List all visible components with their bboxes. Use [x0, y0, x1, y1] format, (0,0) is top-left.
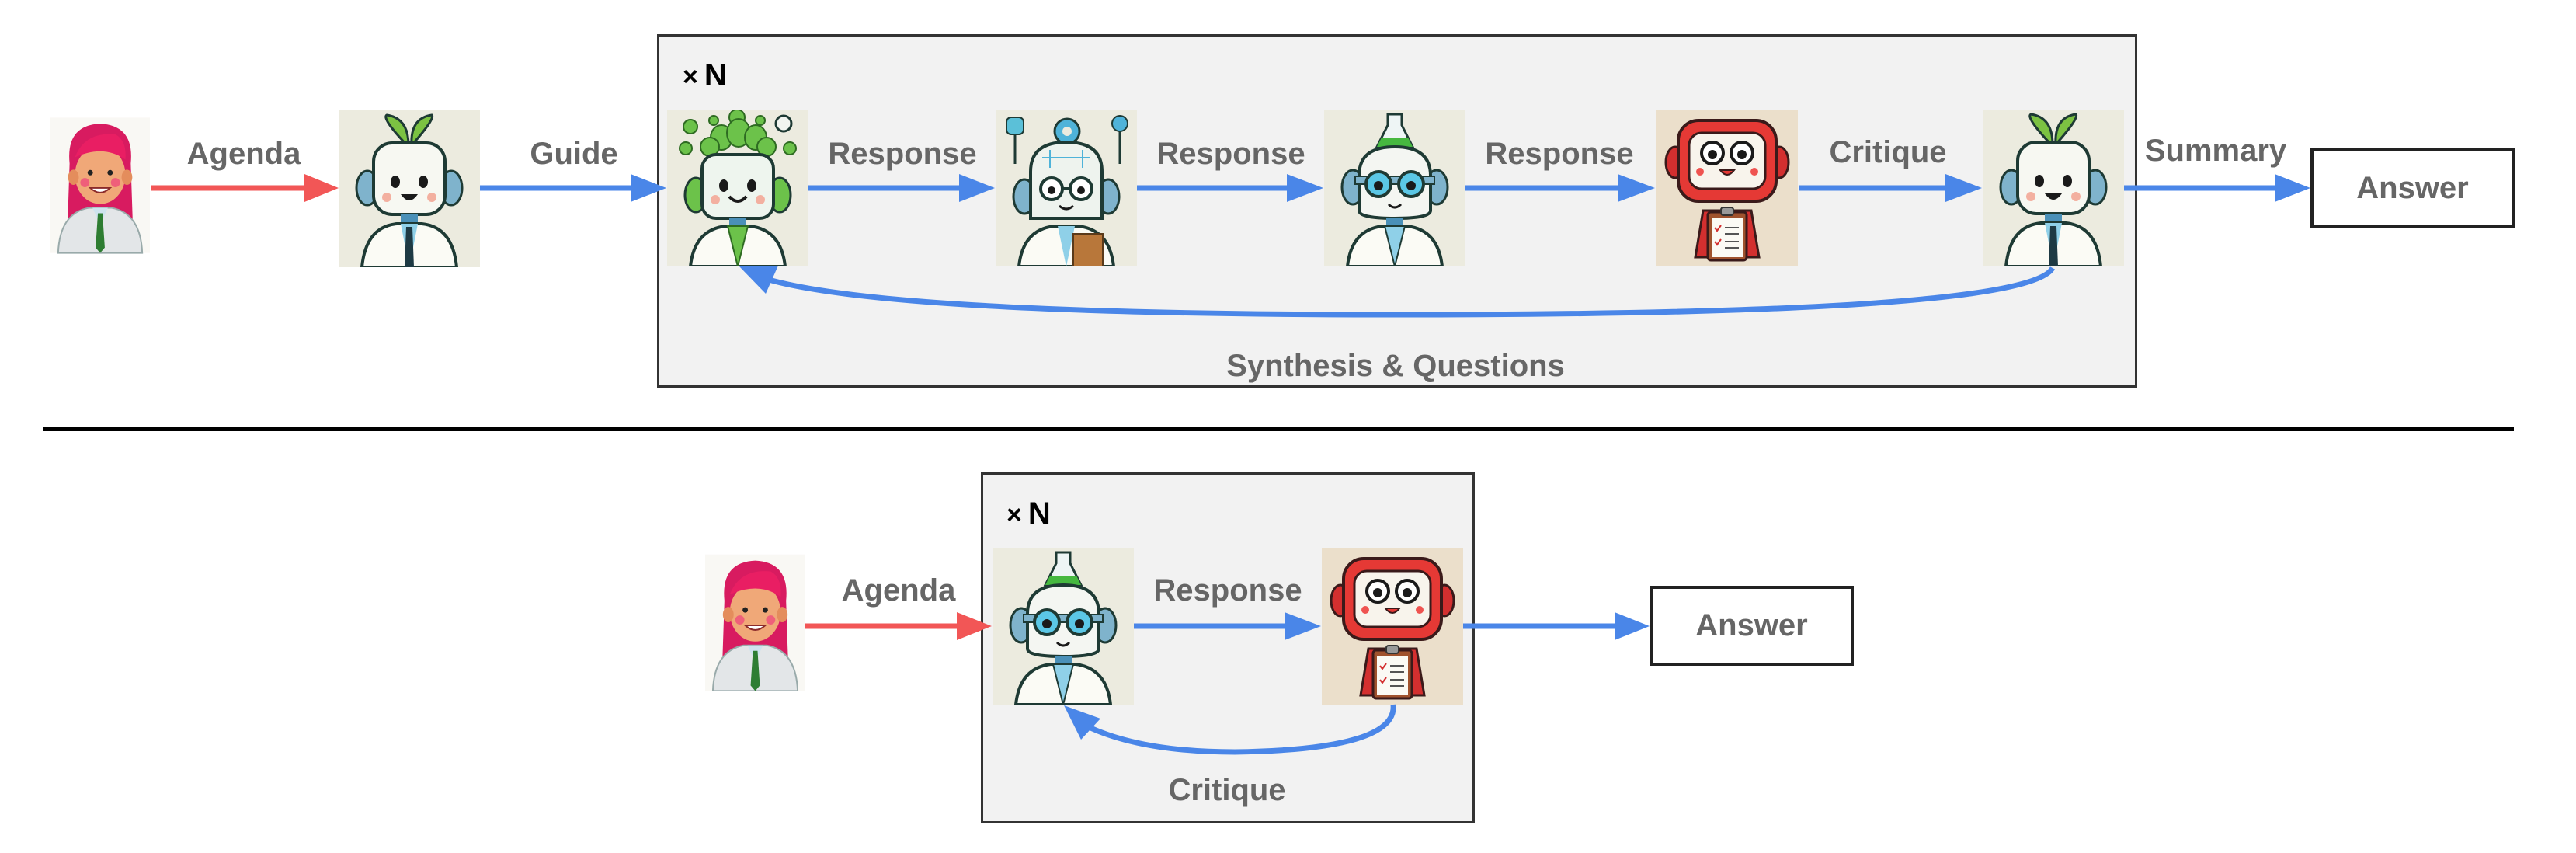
answer-box: Answer: [2310, 148, 2515, 228]
arrow-human-to-chemist: [805, 612, 992, 640]
bottom-loop-count-label: ×N: [1006, 498, 1051, 529]
woman-scientist-icon: [705, 554, 805, 691]
edge-label-agenda: Agenda: [186, 137, 301, 171]
answer-box: Answer: [1650, 586, 1854, 666]
arrow-summary: [2124, 174, 2310, 202]
answer-label: Answer: [1695, 608, 1808, 642]
times-icon: ×: [683, 62, 698, 92]
gear-robot-icon: [996, 110, 1137, 266]
edge-label-response: Response: [1156, 137, 1305, 171]
answer-label: Answer: [2356, 170, 2469, 205]
loop-n: N: [1027, 496, 1051, 531]
feedback-label-synthesis: Synthesis & Questions: [1226, 349, 1565, 383]
top-loop-count-label: ×N: [683, 60, 727, 91]
edge-label-critique: Critique: [1829, 135, 1947, 169]
woman-scientist-icon: [50, 117, 150, 254]
flask-robot-icon: [993, 548, 1134, 705]
edge-label-response: Response: [1485, 137, 1634, 171]
edge-label-summary: Summary: [2144, 134, 2287, 168]
arrow-human-to-pi: [151, 174, 339, 202]
sprout-robot-icon: [1983, 110, 2124, 266]
edge-label-guide: Guide: [530, 137, 618, 171]
arrow-guide: [480, 174, 666, 202]
loop-n: N: [704, 58, 727, 92]
edge-label-agenda: Agenda: [841, 573, 956, 608]
leafy-brain-robot-icon: [667, 110, 808, 266]
feedback-label-critique: Critique: [1168, 773, 1286, 807]
red-clipboard-robot-icon: [1656, 110, 1799, 266]
red-clipboard-robot-icon: [1322, 548, 1463, 705]
flask-robot-icon: [1324, 110, 1465, 266]
edge-label-response: Response: [828, 137, 977, 171]
times-icon: ×: [1006, 500, 1022, 530]
edge-label-response: Response: [1153, 573, 1302, 608]
sprout-robot-icon: [339, 110, 480, 267]
section-divider: [43, 426, 2514, 431]
arrow-to-answer-bottom: [1463, 612, 1650, 640]
